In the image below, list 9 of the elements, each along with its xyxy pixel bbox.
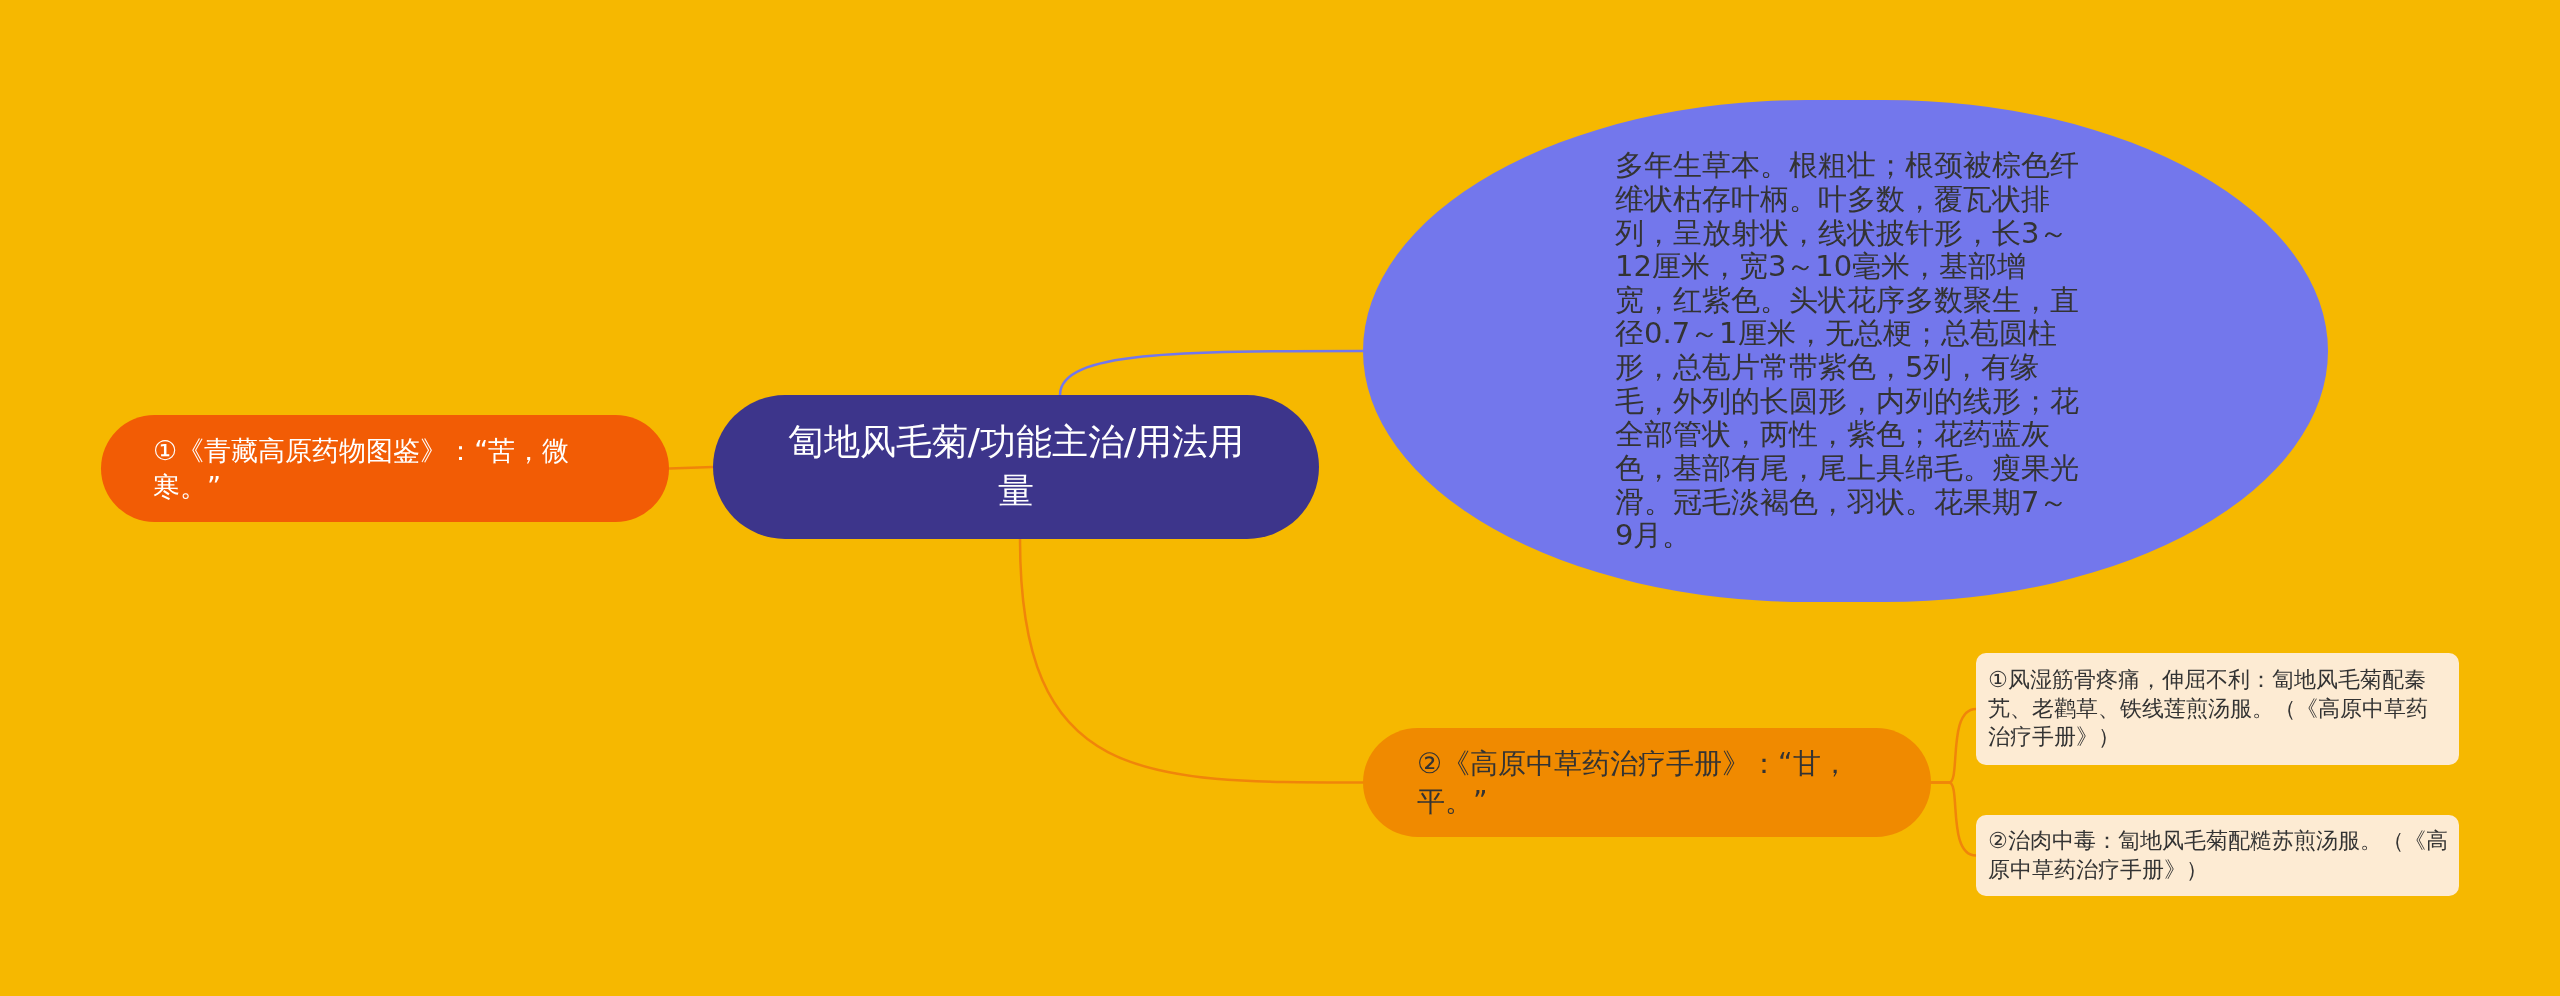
usage-box: ①风湿筋骨疼痛，伸屈不利：匐地风毛菊配秦艽、老鹳草、铁线莲煎汤服。（《高原中草药治疗手册》）	[1976, 653, 2459, 765]
source-box: ②《高原中草药治疗手册》：“甘，平。”	[1363, 728, 1931, 837]
connector-line	[1058, 349, 1363, 396]
source-box: ①《青藏高原药物图鉴》：“苦，微寒。”	[101, 415, 669, 522]
connector-line	[1018, 538, 1363, 784]
usage-box: ②治肉中毒：匐地风毛菊配糙苏煎汤服。（《高原中草药治疗手册》）	[1976, 815, 2459, 896]
connector-line	[668, 465, 714, 470]
connector-line	[1931, 781, 1977, 857]
topic-box: 匐地风毛菊/功能主治/用法用量	[713, 395, 1319, 539]
